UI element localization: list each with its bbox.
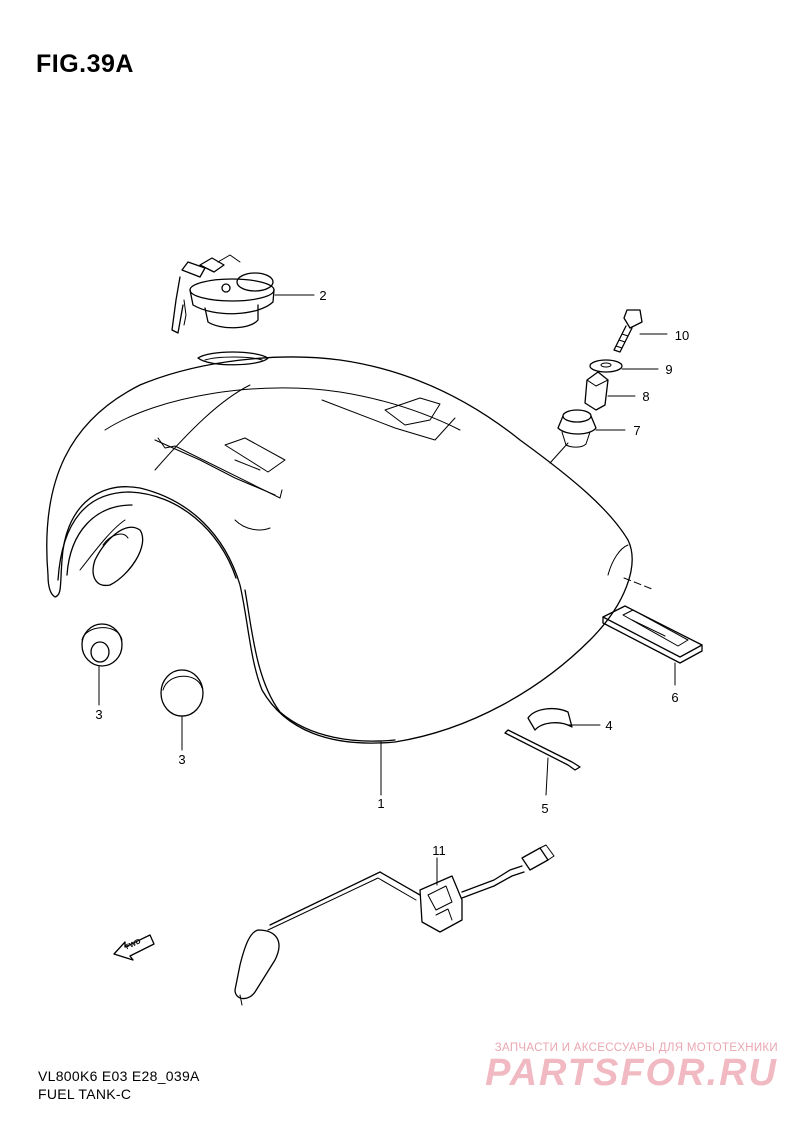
callout-3-left: 3 (95, 707, 102, 722)
cushion-part-3-left (81, 623, 123, 667)
callout-10: 10 (675, 328, 689, 343)
callout-3-right: 3 (178, 752, 185, 767)
callout-11: 11 (432, 843, 446, 858)
callout-4: 4 (605, 718, 612, 733)
callout-1: 1 (377, 796, 384, 811)
callout-7: 7 (633, 423, 640, 438)
callout-9: 9 (665, 362, 672, 377)
cushion-part-7 (557, 409, 597, 448)
fuel-gauge-part-11 (234, 844, 555, 1006)
rubber-pad-part-6 (602, 605, 703, 664)
callout-2: 2 (319, 288, 326, 303)
callout-8: 8 (642, 389, 649, 404)
callout-6: 6 (671, 690, 678, 705)
watermark-tagline: ЗАПЧАСТИ И АКСЕССУАРЫ ДЛЯ МОТОТЕХНИКИ (494, 1042, 778, 1054)
fwd-arrow-icon (113, 934, 155, 961)
watermark-logo: PARTSFOR.RU (485, 1052, 778, 1094)
callout-5: 5 (541, 801, 548, 816)
bolt-part-10 (613, 309, 643, 353)
figure-title: FIG.39A (36, 50, 134, 78)
cable-tie-part-5 (504, 729, 581, 771)
clamp-part-4 (527, 707, 573, 731)
fuel-tank-part-1 (46, 351, 633, 744)
cushion-part-3-right (160, 669, 204, 717)
collar-part-8 (584, 371, 609, 411)
washer-part-9 (589, 359, 623, 373)
leader-lines (98, 294, 676, 886)
footer-diagram-name: FUEL TANK-C (38, 1086, 132, 1102)
fuel-cap-part-2 (171, 254, 275, 334)
footer-diagram-code: VL800K6 E03 E28_039A (38, 1068, 200, 1084)
